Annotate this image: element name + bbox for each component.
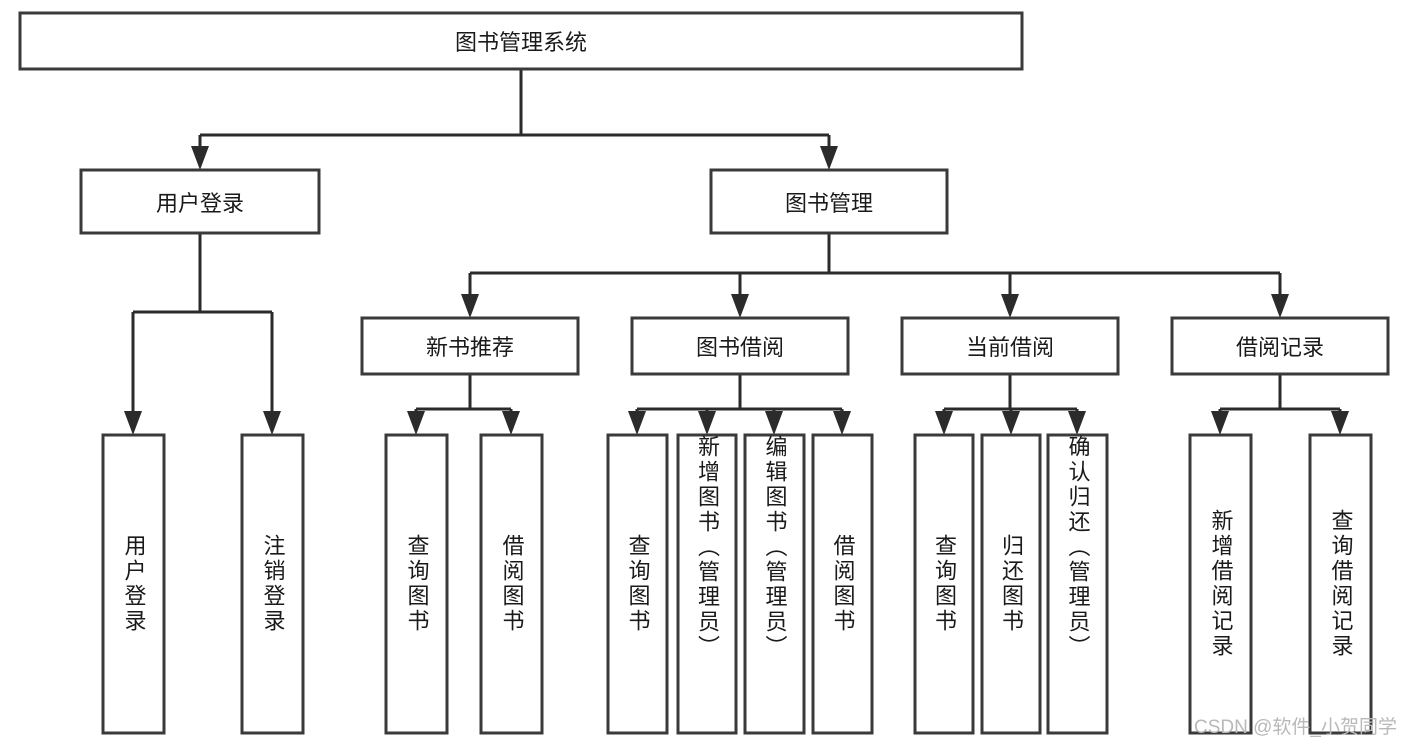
node-box-leaf-user-logout[interactable] <box>240 433 305 735</box>
arrowhead-leaf-user-logout <box>263 411 281 435</box>
node-box-leaf-confirm-return[interactable] <box>1046 433 1109 735</box>
connector-userlogin-to-bus <box>131 233 274 417</box>
arrowhead-leaf-return-book <box>1002 411 1020 435</box>
node-box-current-borrow[interactable] <box>900 316 1120 376</box>
arrowhead-leaf-query-book-2 <box>628 411 646 435</box>
node-box-user-login[interactable] <box>79 168 321 235</box>
node-box-leaf-return-book[interactable] <box>980 433 1042 735</box>
connectors-layer <box>124 69 1349 435</box>
arrowhead-leaf-borrow-book-2 <box>833 411 851 435</box>
node-box-leaf-query-book-1[interactable] <box>384 433 449 735</box>
boxes-layer <box>18 11 1390 735</box>
arrowhead-leaf-borrow-book-1 <box>502 411 520 435</box>
arrowhead-book-manage <box>820 146 838 170</box>
arrowhead-current-borrow <box>1001 294 1019 318</box>
connector-currentborrow-to-bus <box>942 374 1079 417</box>
arrowhead-book-borrow <box>731 294 749 318</box>
node-box-leaf-query-book-3[interactable] <box>913 433 975 735</box>
node-box-leaf-edit-book[interactable] <box>743 433 806 735</box>
connector-borrowrecord-to-bus <box>1218 374 1342 417</box>
arrowhead-borrow-record <box>1271 294 1289 318</box>
connector-root-to-bus <box>198 69 831 152</box>
node-box-leaf-add-record[interactable] <box>1188 433 1253 735</box>
arrowhead-new-book-rec <box>461 294 479 318</box>
node-box-leaf-borrow-book-1[interactable] <box>479 433 544 735</box>
node-box-book-borrow[interactable] <box>630 316 850 376</box>
arrowhead-leaf-query-book-1 <box>407 411 425 435</box>
node-box-book-manage[interactable] <box>709 168 949 235</box>
arrowhead-leaf-add-record <box>1211 411 1229 435</box>
node-box-root[interactable] <box>18 11 1024 71</box>
arrowhead-leaf-query-book-3 <box>935 411 953 435</box>
node-box-leaf-user-login[interactable] <box>101 433 166 735</box>
arrowhead-leaf-query-record <box>1331 411 1349 435</box>
node-box-new-book-rec[interactable] <box>360 316 580 376</box>
arrowhead-leaf-add-book <box>698 411 716 435</box>
arrowhead-user-login <box>191 146 209 170</box>
node-box-leaf-borrow-book-2[interactable] <box>811 433 874 735</box>
connector-bookmanage-to-bus <box>468 233 1282 300</box>
arrowhead-leaf-confirm-return <box>1068 411 1086 435</box>
node-box-leaf-query-book-2[interactable] <box>606 433 669 735</box>
node-box-leaf-query-record[interactable] <box>1308 433 1373 735</box>
arrowhead-leaf-user-login <box>124 411 142 435</box>
arrowhead-leaf-edit-book <box>765 411 783 435</box>
connector-bookborrow-to-bus <box>635 374 844 417</box>
node-box-borrow-record[interactable] <box>1170 316 1390 376</box>
connector-newbookrec-to-bus <box>414 374 513 417</box>
node-box-leaf-add-book[interactable] <box>676 433 738 735</box>
